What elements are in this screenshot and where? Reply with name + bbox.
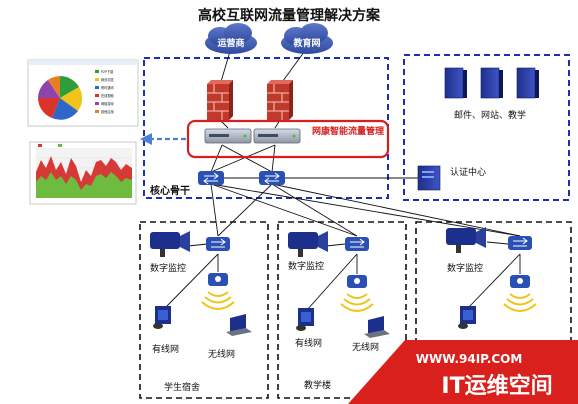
camera-label: 数字监控 bbox=[150, 262, 186, 274]
laptop-icon bbox=[364, 316, 390, 338]
datacenter-region bbox=[403, 54, 570, 201]
camera-icon bbox=[150, 231, 190, 257]
teaching-region bbox=[277, 221, 407, 399]
pc-icon bbox=[296, 308, 314, 331]
core-switch-icon bbox=[198, 171, 224, 185]
firewall-icon bbox=[207, 80, 233, 120]
server-icon bbox=[480, 67, 503, 99]
diagram-title: 高校互联网流量管理解决方案 bbox=[198, 7, 381, 24]
pie-legend: P2P下载 网页浏览 即时通讯 在线视频 网络游戏 其他应用 bbox=[95, 69, 115, 114]
pie-legend-item: 即时通讯 bbox=[101, 85, 115, 90]
wired-label: 有线网 bbox=[152, 343, 179, 355]
servers-label: 邮件、网站、教学 bbox=[454, 109, 526, 121]
traffic-report-thumbnail bbox=[29, 141, 137, 205]
report-arrow-icon bbox=[140, 133, 186, 145]
dorm-region bbox=[139, 221, 269, 399]
wireless-label: 无线网 bbox=[352, 341, 379, 353]
education-cloud-icon bbox=[281, 23, 333, 54]
backbone-label: 核心骨干 bbox=[150, 184, 190, 197]
pie-legend-item: 网络游戏 bbox=[101, 101, 115, 106]
education-net-label: 教育网 bbox=[292, 37, 320, 49]
third-region bbox=[415, 221, 572, 399]
camera-label: 数字监控 bbox=[288, 260, 324, 272]
pie-legend-item: P2P下载 bbox=[101, 69, 114, 74]
pie-legend-item: 在线视频 bbox=[101, 93, 115, 98]
auth-label: 认证中心 bbox=[450, 166, 486, 178]
dorm-area-label: 学生宿舍 bbox=[164, 381, 200, 393]
firewall-icon bbox=[267, 80, 293, 120]
carrier-cloud-icon bbox=[205, 23, 257, 54]
camera-icon bbox=[288, 231, 328, 257]
auth-server-icon bbox=[417, 165, 441, 191]
traffic-appliance-icon bbox=[204, 128, 252, 144]
wireless-ap-icon bbox=[201, 273, 235, 310]
traffic-appliance-icon bbox=[253, 128, 301, 144]
watermark-url: WWW.94IP.COM bbox=[416, 352, 523, 366]
laptop-icon bbox=[226, 314, 252, 336]
core-switch-icon bbox=[259, 171, 285, 185]
carrier-label: 运营商 bbox=[217, 37, 244, 49]
watermark: WWW.94IP.COM IT运维空间 bbox=[348, 340, 578, 404]
pie-report-thumbnail: P2P下载 网页浏览 即时通讯 在线视频 网络游戏 其他应用 bbox=[27, 59, 139, 127]
access-switch-icon bbox=[206, 237, 230, 251]
wireless-label: 无线网 bbox=[208, 348, 235, 360]
server-icon bbox=[516, 67, 539, 99]
pie-legend-item: 网页浏览 bbox=[101, 77, 114, 82]
pie-chart bbox=[38, 76, 83, 120]
pc-icon bbox=[458, 306, 476, 329]
access-switch-icon bbox=[508, 236, 532, 250]
traffic-management-label: 网康智能流量管理 bbox=[312, 125, 384, 137]
watermark-brand: IT运维空间 bbox=[441, 373, 552, 399]
wireless-ap-icon bbox=[340, 275, 374, 312]
access-switch-icon bbox=[345, 237, 369, 251]
camera-icon bbox=[446, 227, 486, 253]
traffic-management-box bbox=[186, 119, 390, 159]
pc-icon bbox=[153, 306, 171, 329]
wired-label: 有线网 bbox=[295, 337, 322, 349]
teaching-area-label: 教学楼 bbox=[304, 379, 331, 391]
wireless-ap-icon bbox=[503, 275, 537, 312]
server-icon bbox=[444, 67, 467, 99]
pie-legend-item: 其他应用 bbox=[101, 109, 114, 114]
camera-label: 数字监控 bbox=[447, 262, 483, 274]
